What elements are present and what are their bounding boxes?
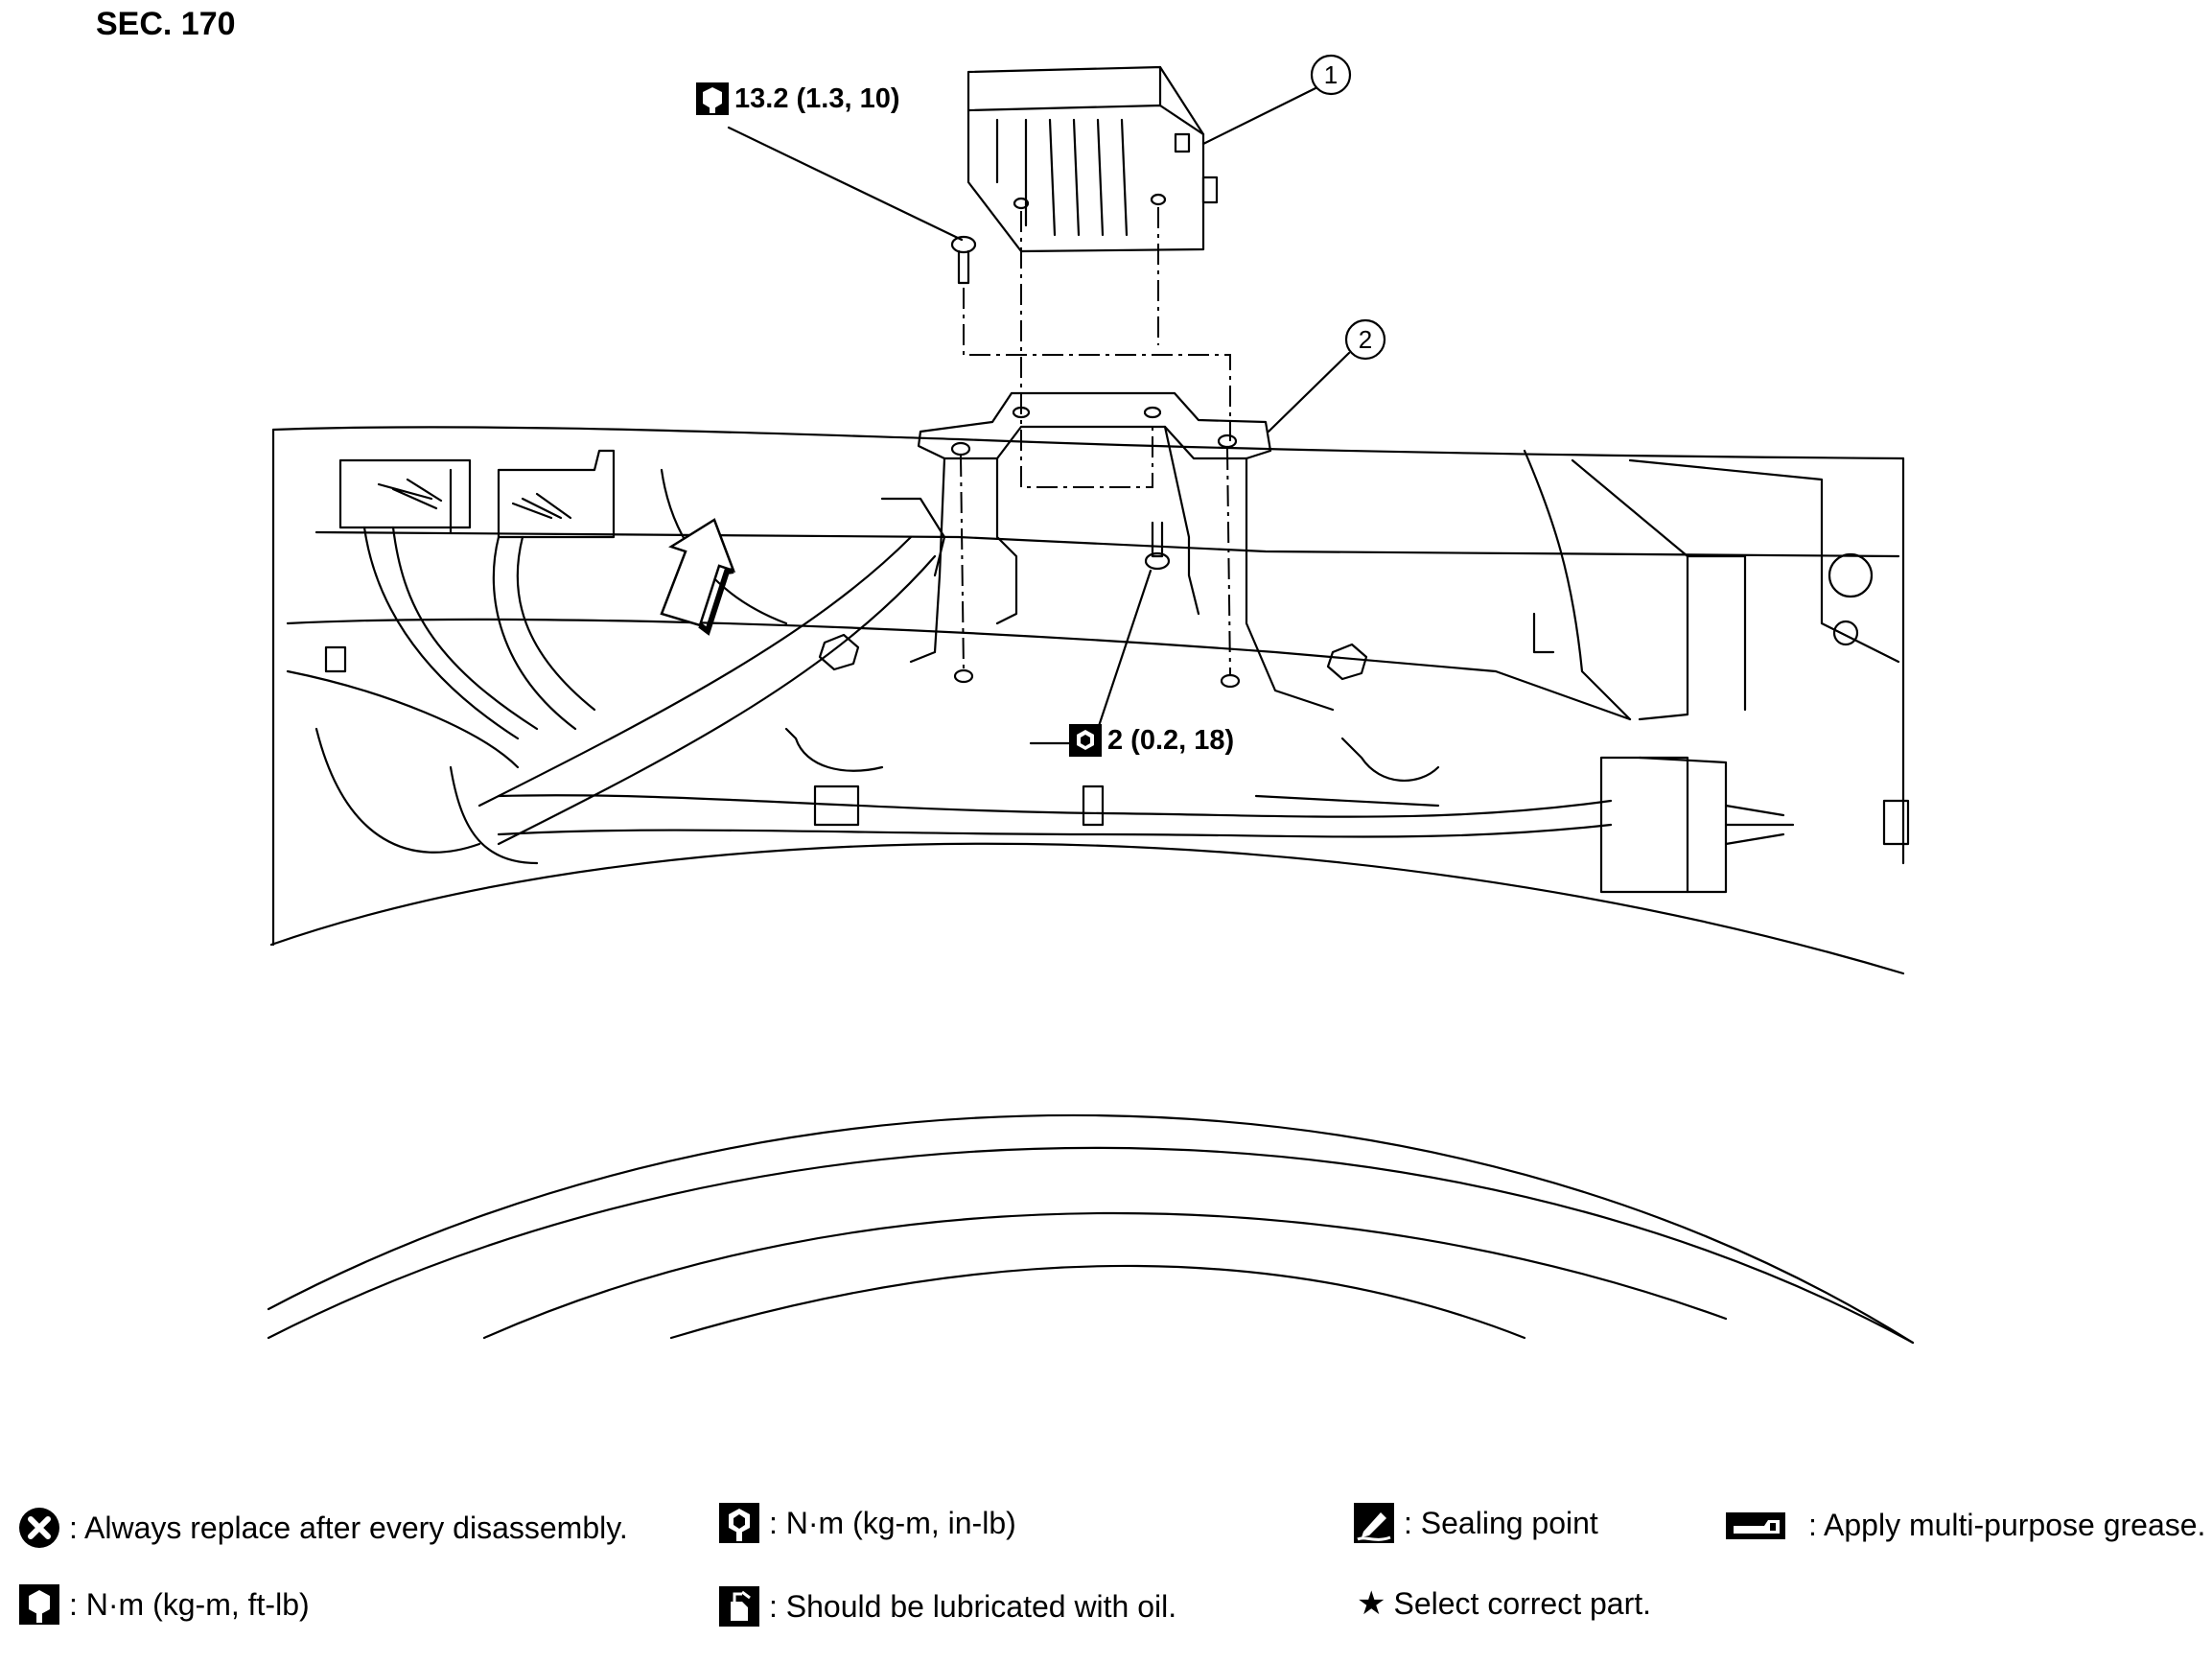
- torque-value-upper: 13.2 (1.3, 10): [734, 82, 900, 114]
- lower-screw: [1144, 521, 1171, 571]
- legend-replace-text: : Always replace after every disassembly…: [69, 1510, 628, 1545]
- torque-ft-lb-icon: [696, 82, 729, 115]
- alignment-lines: [960, 207, 1231, 676]
- legend-grease: : Apply multi-purpose grease.: [1726, 1508, 2205, 1543]
- lower-harness: [497, 785, 1613, 838]
- torque-callout-upper: 13.2 (1.3, 10): [696, 82, 900, 115]
- torque-ft-lb-icon: [19, 1584, 59, 1625]
- legend-sealing-text: : Sealing point: [1404, 1505, 1598, 1540]
- legend-nm-in-lb: : N·m (kg-m, in-lb): [717, 1501, 1016, 1545]
- torque-in-lb-icon: [1069, 724, 1102, 757]
- part-number-2: 2: [1359, 325, 1372, 354]
- lower-body-contour: [267, 1113, 1915, 1345]
- control-unit: [966, 65, 1219, 253]
- upper-screw: [950, 235, 977, 285]
- main-hose: [449, 497, 946, 865]
- console-surface: [286, 468, 1900, 854]
- vehicle-body-outline: [269, 426, 1905, 975]
- legend-nm-ft-lb: : N·m (kg-m, ft-lb): [17, 1582, 310, 1627]
- torque-callout-lower: 2 (0.2, 18): [1069, 724, 1234, 757]
- right-duct: [1523, 449, 1900, 721]
- front-direction-arrow-icon: [660, 518, 736, 636]
- sealing-point-icon: [1354, 1503, 1394, 1543]
- console-bolts: [324, 633, 1368, 681]
- circled-number-icon: [1344, 318, 1386, 361]
- part-number-1: 1: [1324, 60, 1338, 89]
- leader-line-part-2: [1267, 351, 1351, 433]
- circled-number-icon: [1310, 54, 1352, 96]
- left-connectors: [338, 449, 616, 740]
- legend-sealing: : Sealing point: [1352, 1501, 1598, 1545]
- torque-in-lb-icon: [719, 1503, 759, 1543]
- legend-select-text: Select correct part.: [1393, 1585, 1652, 1621]
- torque-value-lower: 2 (0.2, 18): [1107, 724, 1235, 756]
- always-replace-icon: [19, 1508, 59, 1548]
- legend-select: ★ Select correct part.: [1357, 1584, 1651, 1623]
- mounting-bracket: [909, 391, 1335, 712]
- leader-line-torque-lower: [1029, 569, 1153, 745]
- legend-nm-in-lb-text: : N·m (kg-m, in-lb): [769, 1505, 1016, 1540]
- star-icon: ★: [1357, 1585, 1386, 1622]
- part-label-2: 2: [1344, 318, 1386, 361]
- legend-nm-ft-lb-text: : N·m (kg-m, ft-lb): [69, 1586, 310, 1622]
- legend-oil-text: : Should be lubricated with oil.: [769, 1588, 1177, 1624]
- oil-can-icon: [719, 1586, 759, 1627]
- legend-grease-text: : Apply multi-purpose grease.: [1808, 1508, 2206, 1542]
- grease-icon: [1726, 1511, 1785, 1539]
- section-label: SEC. 170: [96, 6, 236, 42]
- leader-line-part-1: [1201, 86, 1317, 146]
- leader-line-torque-upper: [727, 126, 964, 242]
- right-connector: [1599, 756, 1910, 894]
- legend-oil: : Should be lubricated with oil.: [717, 1584, 1176, 1628]
- legend-replace: : Always replace after every disassembly…: [17, 1506, 628, 1550]
- part-label-1: 1: [1310, 54, 1352, 96]
